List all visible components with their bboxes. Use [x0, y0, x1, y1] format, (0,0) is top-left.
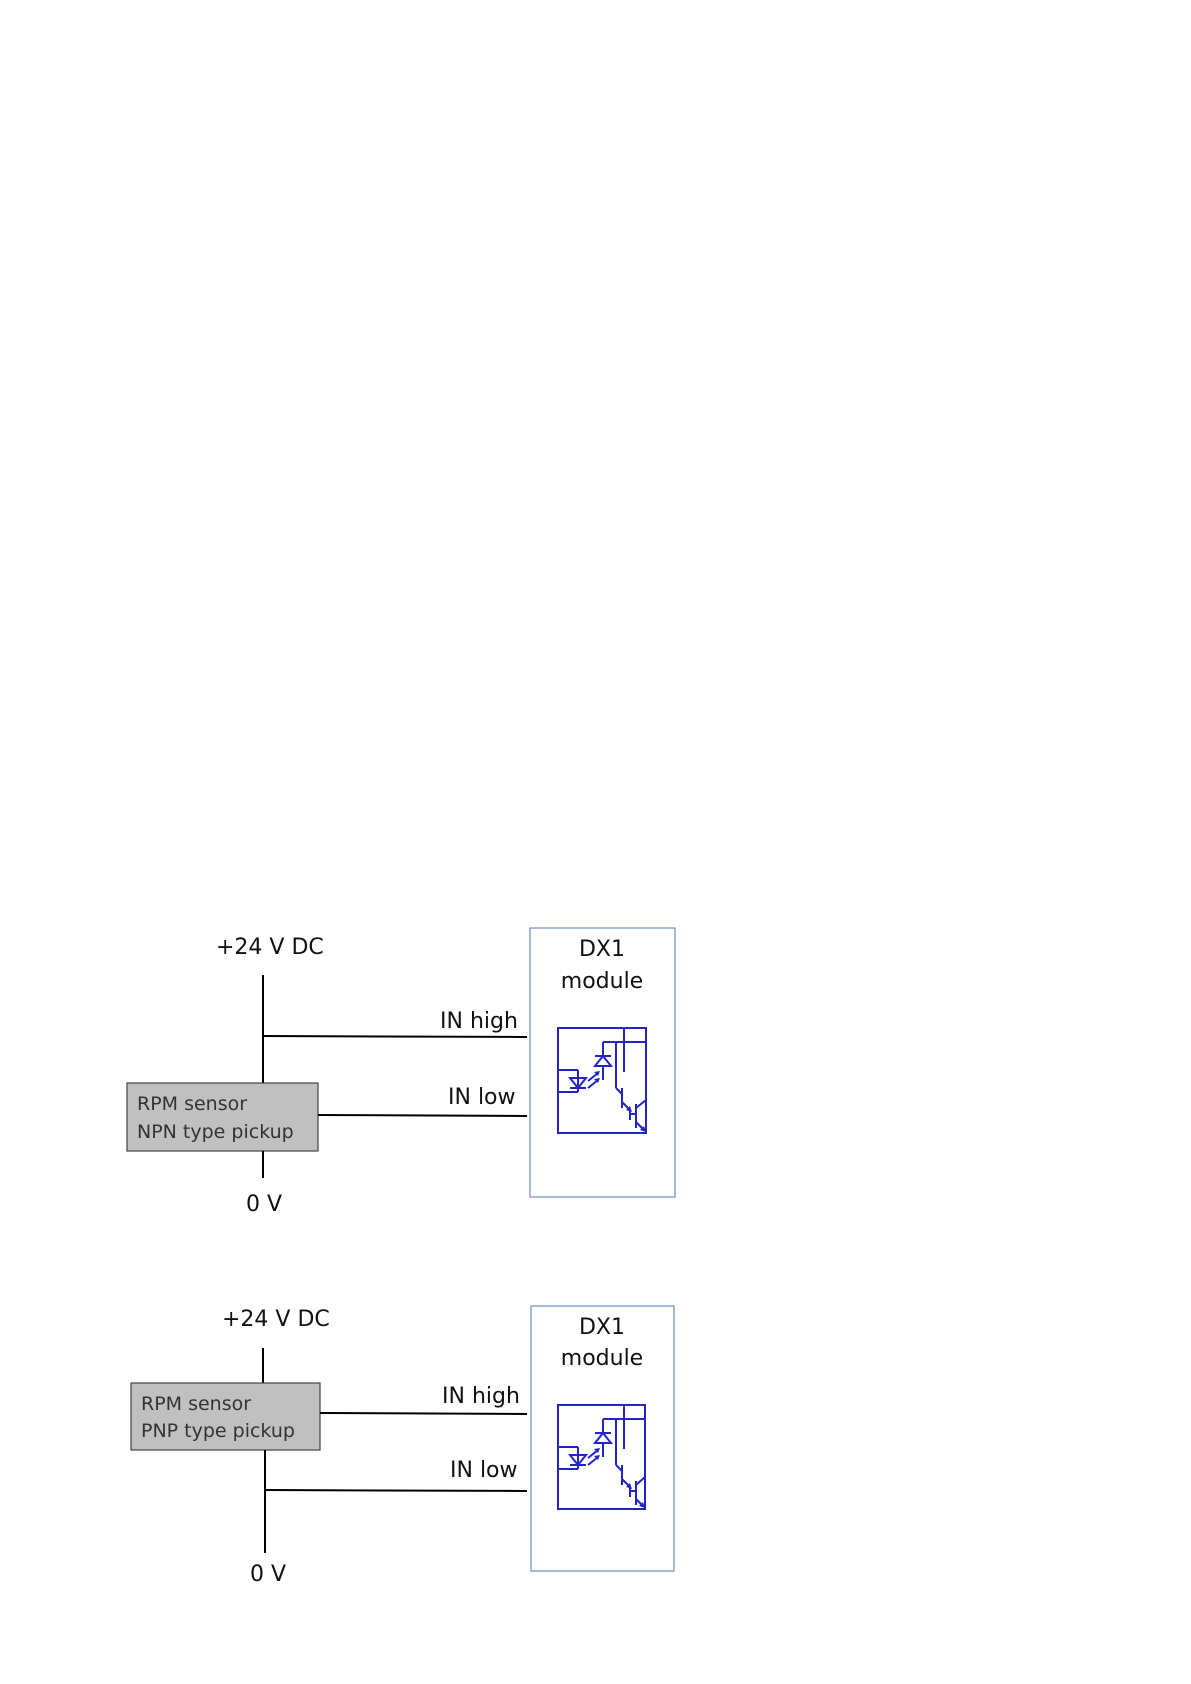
in-low-wire [265, 1490, 527, 1491]
sensor-line-2: NPN type pickup [137, 1121, 294, 1143]
sensor-line-1: RPM sensor [141, 1393, 251, 1415]
optocoupler-symbol [558, 1028, 646, 1133]
in-high-wire [320, 1413, 527, 1414]
optocoupler-symbol [558, 1405, 645, 1509]
ground-label: 0 V [250, 1562, 286, 1587]
in-high-wire [263, 1036, 527, 1037]
module-line-1: DX1 [579, 937, 625, 962]
ground-label: 0 V [246, 1192, 282, 1217]
module-line-2: module [561, 969, 643, 994]
sensor-line-1: RPM sensor [137, 1093, 247, 1115]
in-low-wire [318, 1115, 527, 1116]
in-high-label: IN high [442, 1384, 520, 1409]
supply-label: +24 V DC [222, 1307, 330, 1332]
sensor-line-2: PNP type pickup [141, 1420, 295, 1442]
in-low-label: IN low [448, 1085, 516, 1110]
in-low-label: IN low [450, 1458, 518, 1483]
diagram-pnp: +24 V DC RPM sensor PNP type pickup IN h… [131, 1306, 674, 1587]
in-high-label: IN high [440, 1009, 518, 1034]
module-line-2: module [561, 1346, 643, 1371]
module-line-1: DX1 [579, 1315, 625, 1340]
supply-label: +24 V DC [216, 935, 324, 960]
diagram-npn: +24 V DC IN high RPM sensor NPN type pic… [127, 928, 675, 1217]
